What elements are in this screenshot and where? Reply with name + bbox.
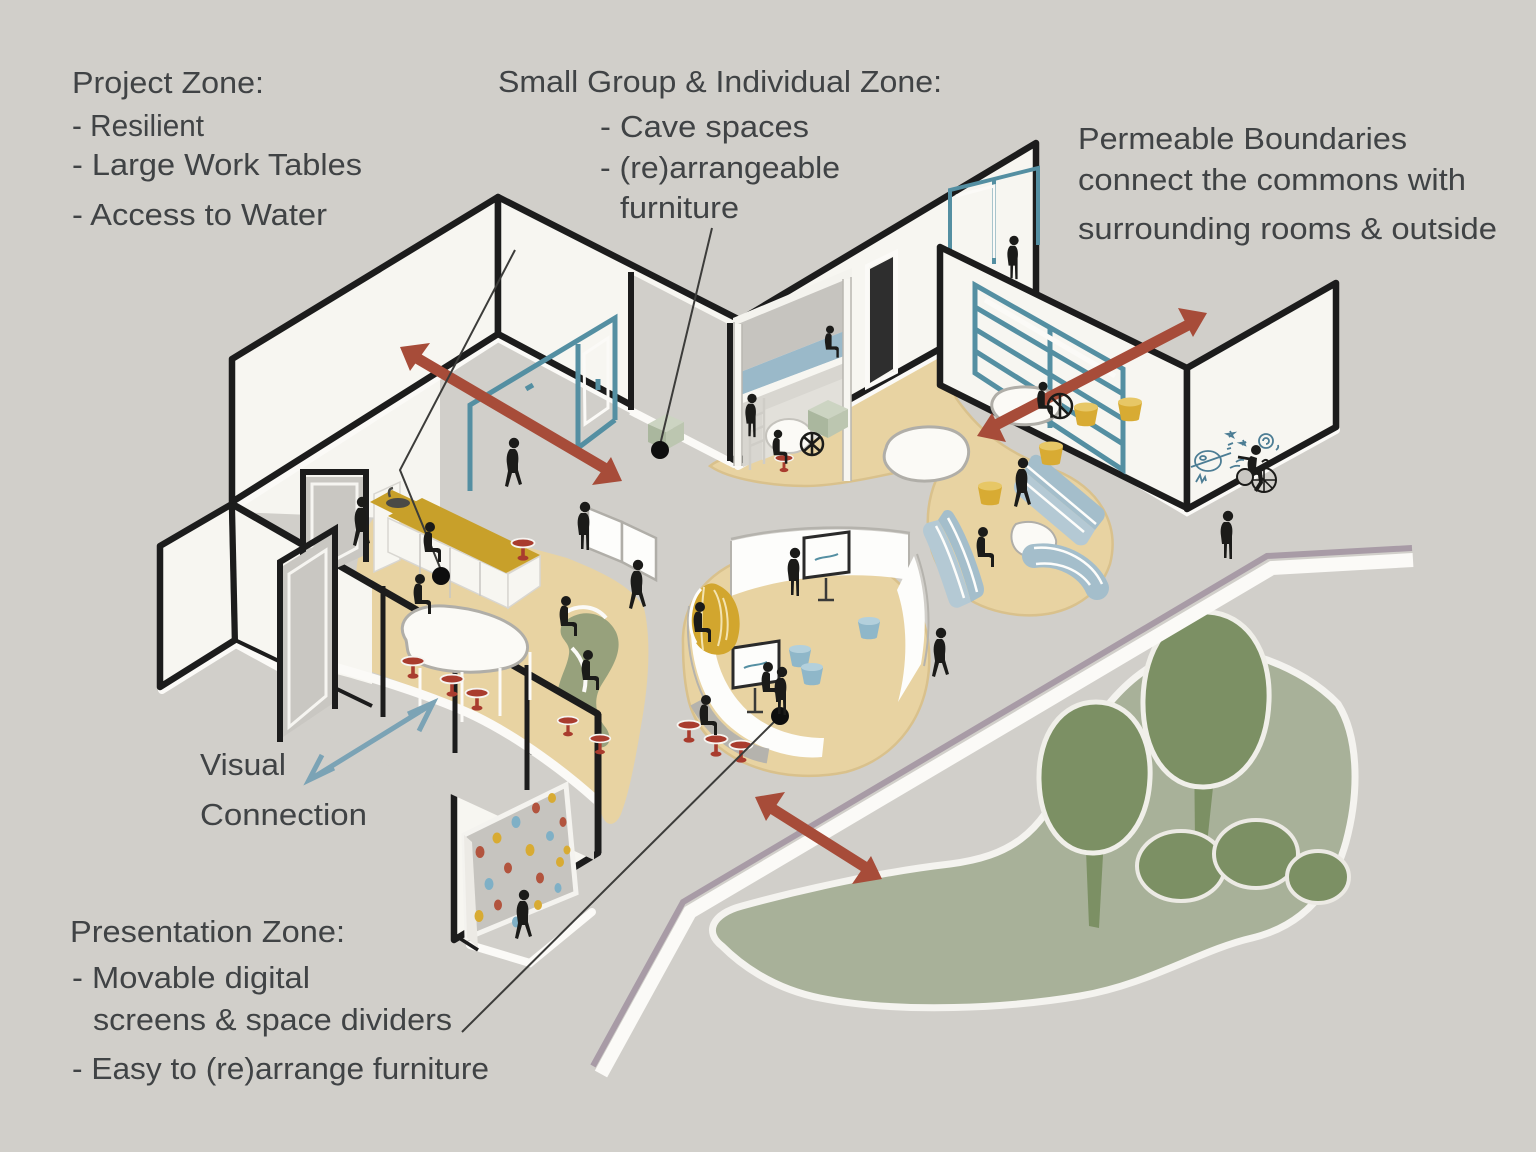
svg-text:furniture: furniture	[620, 190, 739, 225]
svg-text:- Large Work Tables: - Large Work Tables	[72, 147, 362, 182]
svg-text:- Movable digital: - Movable digital	[72, 960, 310, 995]
svg-text:- Easy to (re)arrange furnitur: - Easy to (re)arrange furniture	[72, 1051, 489, 1086]
svg-text:screens & space dividers: screens & space dividers	[93, 1002, 452, 1037]
svg-text:Permeable Boundaries: Permeable Boundaries	[1078, 121, 1407, 156]
svg-text:- Resilient: - Resilient	[72, 108, 204, 143]
svg-text:surrounding rooms & outside: surrounding rooms & outside	[1078, 211, 1497, 246]
svg-text:Visual: Visual	[200, 747, 286, 782]
svg-text:- (re)arrangeable: - (re)arrangeable	[600, 150, 840, 185]
svg-text:Presentation Zone:: Presentation Zone:	[70, 914, 345, 949]
svg-text:- Access to Water: - Access to Water	[72, 197, 327, 232]
svg-text:connect the commons with: connect the commons with	[1078, 162, 1466, 197]
svg-text:Project Zone:: Project Zone:	[72, 65, 264, 100]
svg-text:- Cave spaces: - Cave spaces	[600, 109, 809, 144]
svg-text:Connection: Connection	[200, 797, 367, 832]
svg-text:Small Group & Individual Zone:: Small Group & Individual Zone:	[498, 64, 942, 99]
